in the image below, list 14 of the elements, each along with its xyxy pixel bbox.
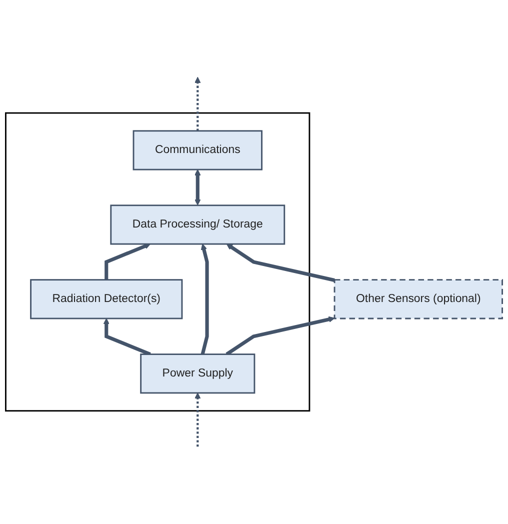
node-box: Other Sensors (optional) xyxy=(334,279,503,320)
arrow xyxy=(200,244,209,355)
arrow xyxy=(226,244,335,282)
arrow xyxy=(194,169,201,206)
node-box: Data Processing/ Storage xyxy=(110,204,286,245)
arrow xyxy=(104,243,151,280)
cluster xyxy=(5,112,310,412)
arrow xyxy=(194,392,201,447)
node-box: Power Supply xyxy=(140,354,256,394)
arrow xyxy=(226,316,335,356)
arrow xyxy=(103,318,151,356)
node-box: Radiation Detector(s) xyxy=(30,279,183,320)
arrow xyxy=(194,77,201,131)
node-box: Communications xyxy=(132,130,262,170)
